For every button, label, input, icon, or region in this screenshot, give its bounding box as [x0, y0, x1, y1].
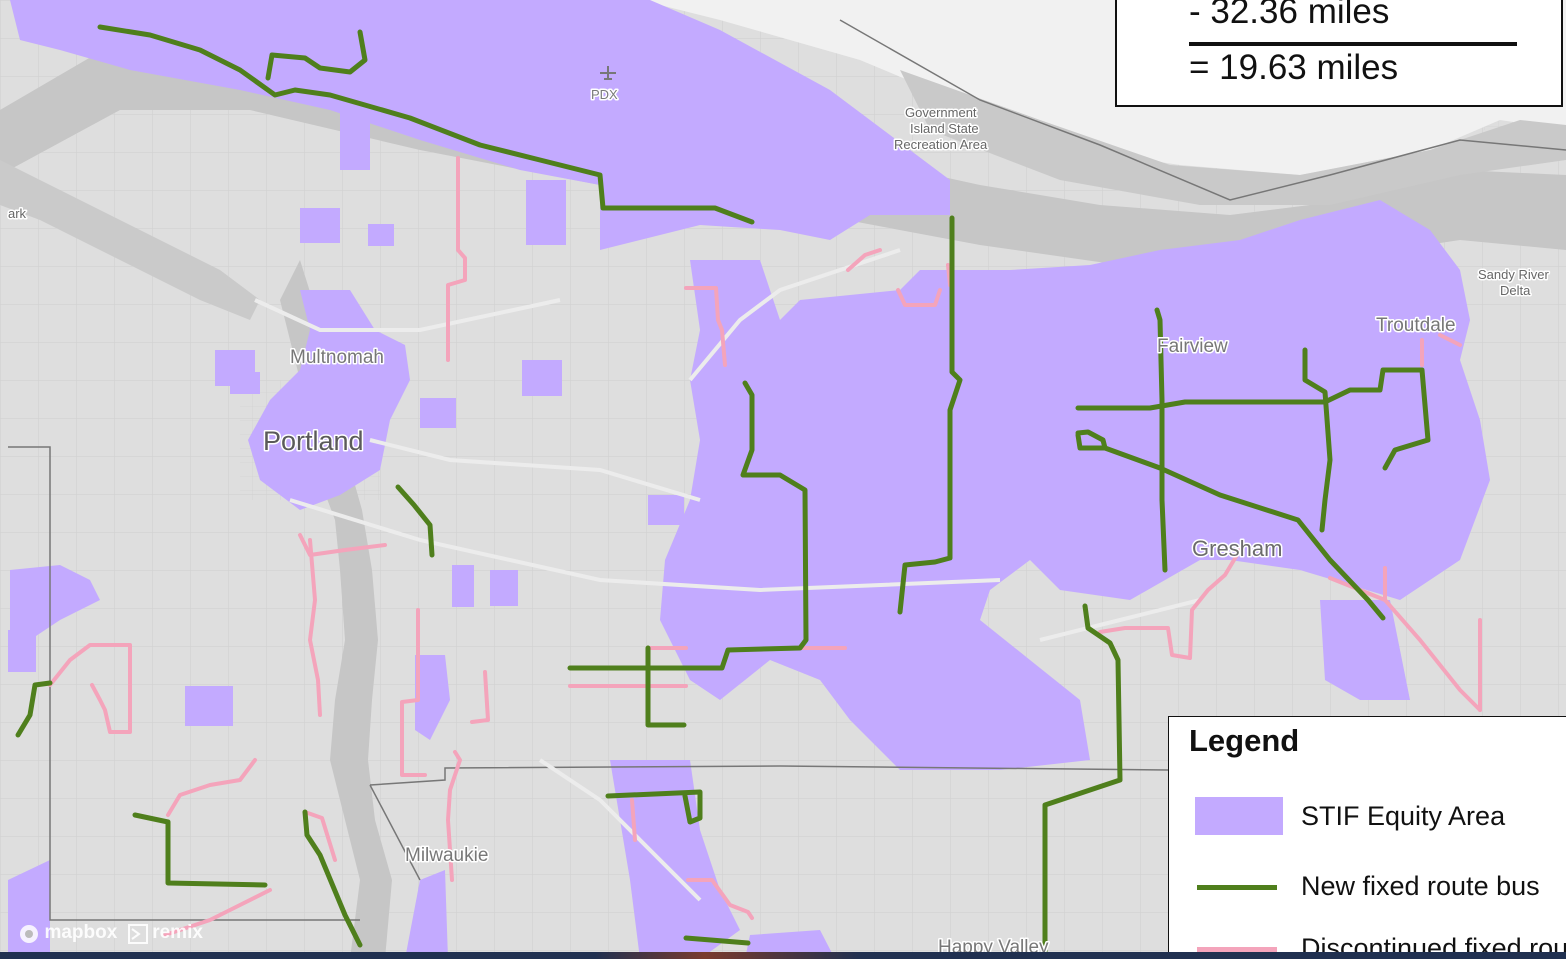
label-portland: Portland [263, 426, 364, 456]
legend-label: New fixed route bus [1301, 871, 1540, 901]
label-govt-island-3: Recreation Area [894, 137, 988, 152]
mapbox-wordmark: mapbox [44, 922, 118, 943]
label-multnomah: Multnomah [290, 347, 384, 368]
calc-total-line: = 19.63 miles [1189, 48, 1399, 87]
columbia-slough [0, 160, 260, 320]
label-park: ark [8, 206, 27, 221]
equity-southeast [1320, 600, 1410, 700]
label-govt-island-1: Government [905, 105, 977, 120]
label-pdx: PDX [591, 87, 618, 102]
slide-footer-strip [0, 952, 1566, 959]
equity-south-mid [610, 760, 740, 959]
equity-block [522, 360, 562, 396]
label-troutdale: Troutdale [1376, 315, 1456, 336]
equity-block [526, 180, 566, 245]
label-milwaukie: Milwaukie [405, 845, 488, 866]
mileage-calculation-box: - 32.36 miles = 19.63 miles [1115, 0, 1563, 107]
legend-label: STIF Equity Area [1301, 801, 1506, 831]
label-sandy-river-1: Sandy River [1478, 267, 1549, 282]
equity-se-strip [415, 655, 450, 740]
equity-southwest [10, 565, 100, 650]
equity-block [420, 398, 456, 428]
discontinued-routes [48, 156, 1482, 937]
equity-block [452, 565, 474, 607]
equity-block [368, 224, 394, 246]
north-channel [900, 70, 1566, 205]
legend-item-equity-area: STIF Equity Area [1195, 797, 1566, 837]
equity-block [340, 110, 370, 170]
equity-block [648, 495, 684, 525]
new-routes [15, 24, 1431, 959]
map-attribution[interactable]: mapbox remix [18, 922, 203, 946]
equity-downtown [248, 290, 410, 510]
highways [254, 248, 1201, 902]
legend-swatch-line [1197, 947, 1277, 952]
label-fairview: Fairview [1157, 336, 1228, 357]
equity-block [8, 630, 36, 672]
remix-logo-icon [127, 923, 148, 944]
calc-divider [1189, 42, 1517, 46]
label-sandy-river-2: Delta [1500, 283, 1531, 298]
willamette-river [280, 260, 392, 959]
equity-sw-corner [8, 860, 50, 959]
equity-areas [8, 0, 1490, 959]
legend-title: Legend [1189, 723, 1300, 758]
equity-happy-bottom [745, 930, 835, 959]
legend-swatch-fill [1195, 797, 1283, 835]
legend-item-new-route: New fixed route bus [1195, 867, 1566, 907]
equity-block [230, 372, 260, 394]
equity-south-river [405, 870, 448, 959]
remix-wordmark: remix [152, 922, 203, 943]
map-legend: Legend STIF Equity Area New fixed route … [1168, 716, 1566, 959]
calc-subtract-line: - 32.36 miles [1189, 0, 1390, 31]
equity-east-large [660, 200, 1490, 770]
equity-north-airport [10, 0, 950, 250]
equity-block [300, 208, 340, 243]
airport-icon [600, 66, 616, 80]
label-govt-island-2: Island State [910, 121, 979, 136]
label-gresham: Gresham [1192, 536, 1282, 561]
legend-swatch-line [1197, 885, 1277, 890]
equity-block [490, 570, 518, 606]
mapbox-logo-icon [20, 924, 38, 943]
equity-block [185, 686, 233, 726]
